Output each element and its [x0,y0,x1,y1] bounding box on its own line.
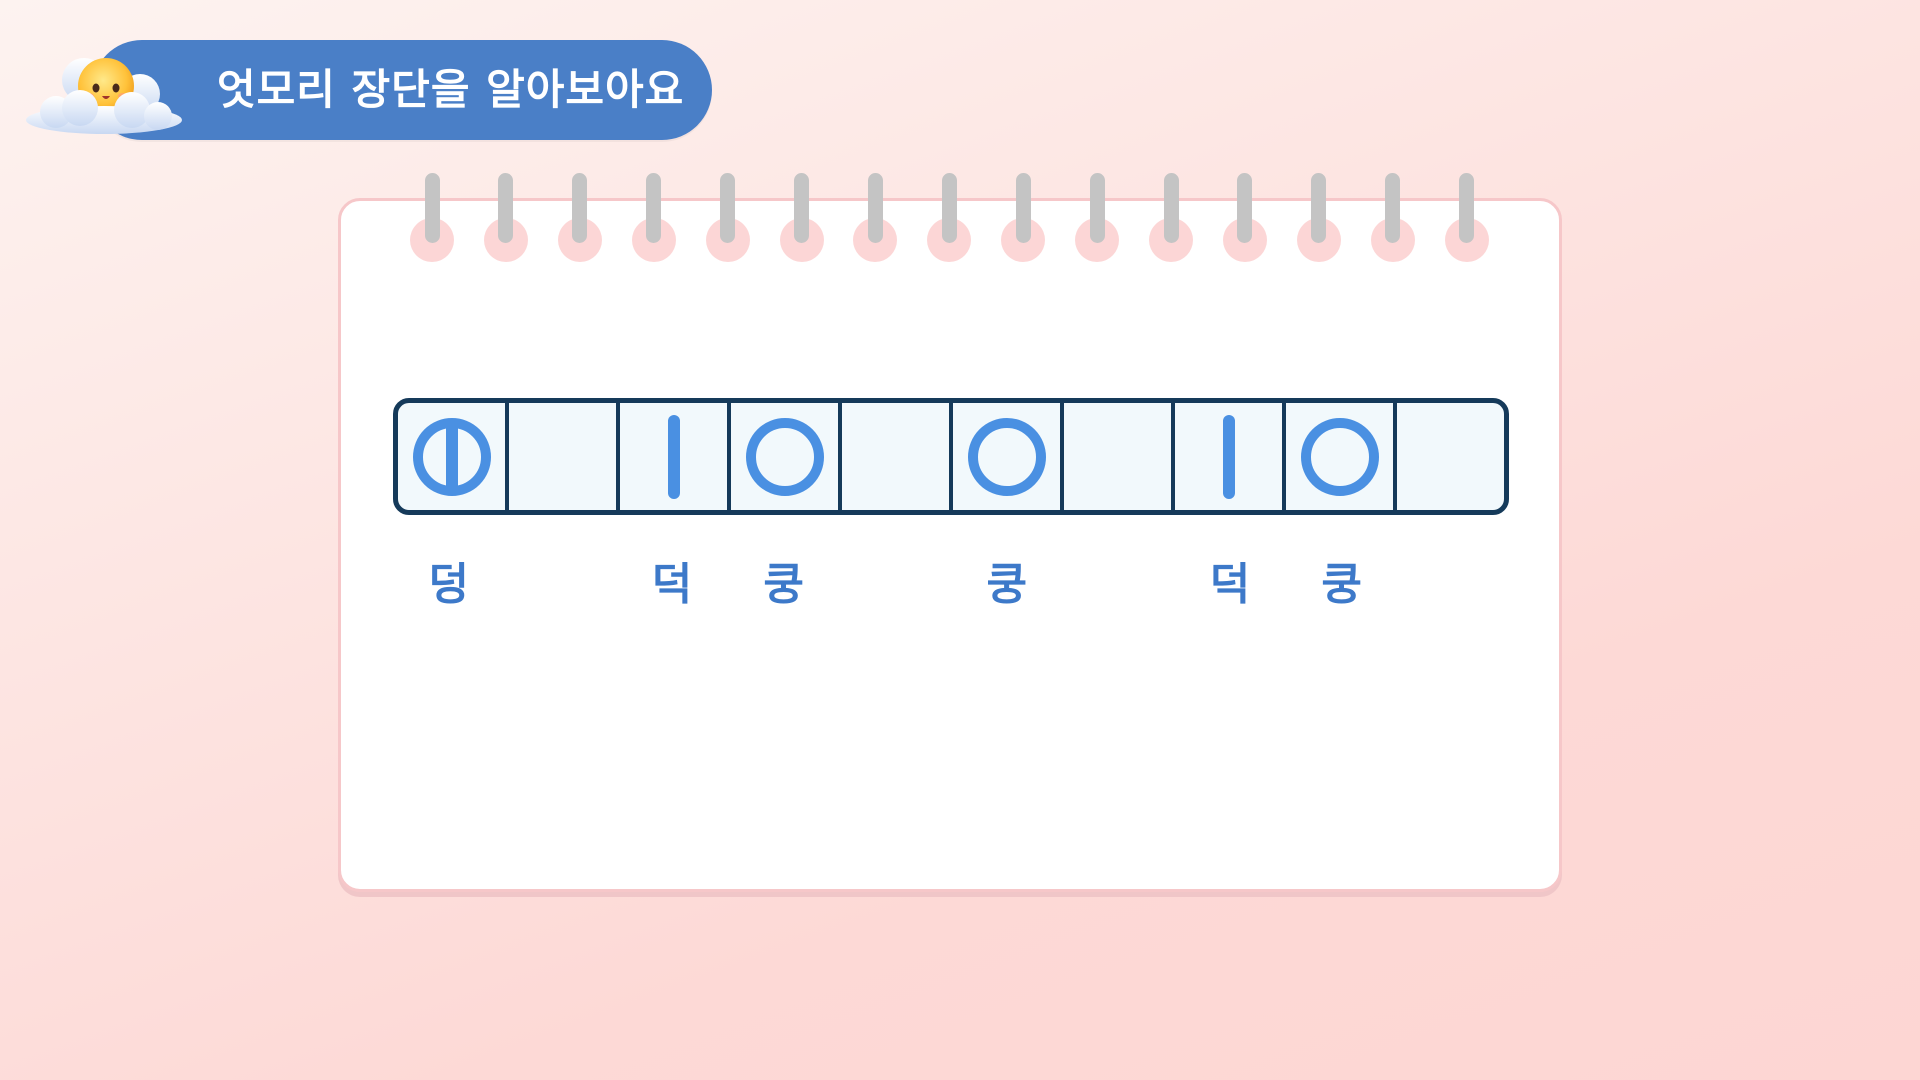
deong-symbol-circle-bar [412,417,491,496]
kung-symbol-circle [967,417,1046,496]
deok-symbol-bar [667,414,680,499]
beat-cell [1286,403,1397,510]
syllable-label: 쿵 [763,559,804,610]
syllable-label: 쿵 [1321,559,1362,610]
ring-wire [1459,173,1475,243]
kung-symbol-circle [745,417,824,496]
ring-wire [1163,173,1179,243]
sun-on-cloud-icon [26,58,182,134]
kung-symbol-circle [1300,417,1379,496]
page-title: 엇모리 장단을 알아보아요 [217,65,685,114]
rhythm-grid [393,398,1509,515]
ring-wire [1311,173,1327,243]
title-banner: 엇모리 장단을 알아보아요 [92,40,712,140]
syllable-label: 덕 [651,559,693,610]
ring-wire [1237,173,1253,243]
ring-wire [1385,173,1401,243]
ring-wire [720,173,736,243]
ring-wire [794,173,809,243]
beat-cell [1175,403,1286,510]
notebook-card [338,198,1562,892]
ring-wire [1015,173,1031,243]
beat-cell [842,403,953,510]
beat-cell [731,403,842,510]
beat-cell [509,403,620,510]
beat-cell [1064,403,1175,510]
beat-cell [398,403,509,510]
beat-cell [953,403,1064,510]
syllable-label: 덕 [1209,559,1251,610]
ring-wire [646,173,662,243]
ring-wire [941,173,957,243]
beat-cell [1397,403,1504,510]
ring-wire [1089,173,1105,243]
syllable-label: 덩 [428,559,470,610]
deok-symbol-bar [1222,414,1235,499]
ring-wire [424,173,440,243]
beat-cell [620,403,731,510]
syllable-label: 쿵 [986,559,1028,610]
ring-wire [867,173,883,243]
ring-wire [572,173,588,243]
ring-wire [498,173,514,243]
